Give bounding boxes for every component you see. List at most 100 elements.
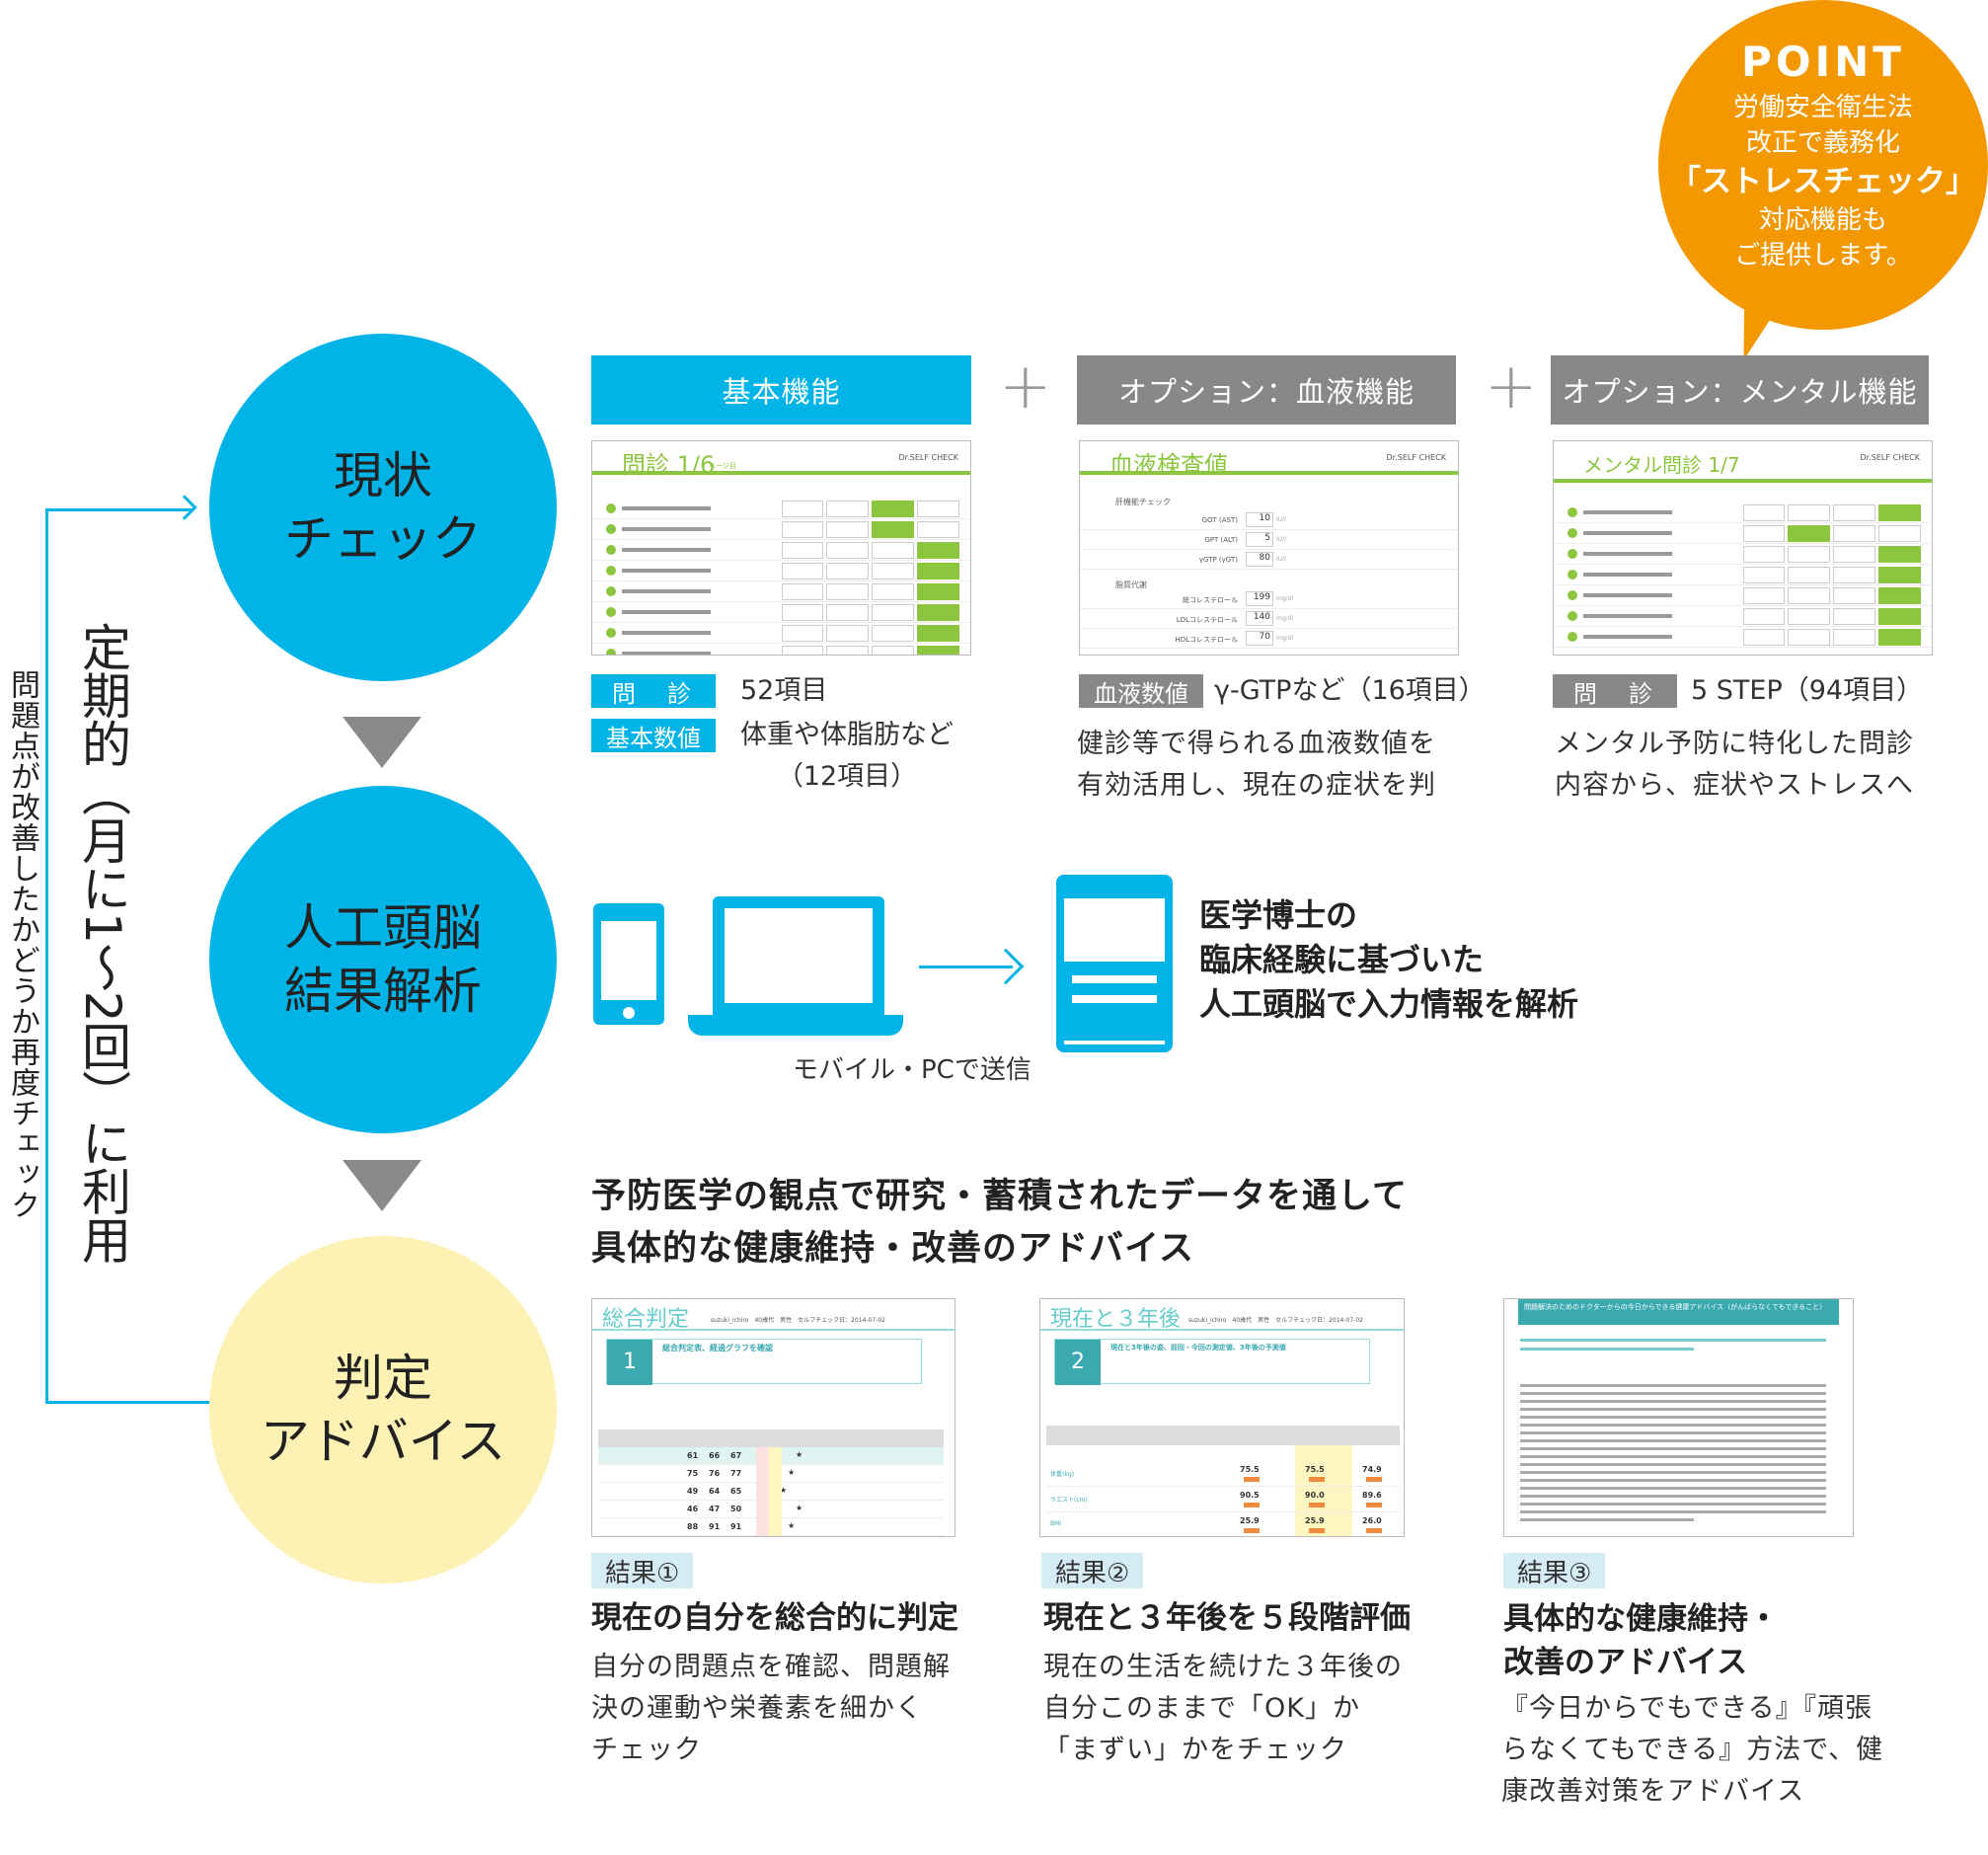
answer-option xyxy=(1833,504,1875,521)
text-line xyxy=(1520,1348,1694,1351)
blood-test-thumbnail: 血液検査値 Dr.SELF CHECK 肝機能チェック 脂質代謝 GOT (AS… xyxy=(1079,440,1459,656)
answer-option xyxy=(781,521,823,538)
point-line: 改正で義務化 xyxy=(1745,128,1900,158)
result-1-title: 現在の自分を総合的に判定 xyxy=(591,1600,958,1636)
send-label: モバイル・PCで送信 xyxy=(793,1055,1032,1085)
divider xyxy=(1554,479,1932,483)
score-value: 67 xyxy=(730,1451,742,1460)
forecast-value: 26.0 xyxy=(1362,1516,1382,1525)
answer-option xyxy=(917,542,959,559)
text-line xyxy=(1520,1431,1827,1434)
answer-option xyxy=(1742,567,1785,583)
question-row xyxy=(1554,627,1932,648)
laptop-base xyxy=(688,1015,903,1036)
result-1-label: 結果① xyxy=(591,1553,694,1588)
score-value: 76 xyxy=(709,1469,721,1478)
question-text xyxy=(1583,510,1672,514)
recheck-label: 問題点が改善したかどうか再度チェック xyxy=(5,669,39,1220)
down-arrow-icon xyxy=(343,717,421,768)
point-line: 労働安全衛生法 xyxy=(1732,93,1913,122)
answer-option xyxy=(917,583,959,600)
analysis-description: 医学博士の 臨床経験に基づいた 人工頭脳で入力情報を解析 xyxy=(1199,896,1579,1023)
result-2-body: 現在の生活を続けた３年後の 自分このままで「OK」か 「まずい」かをチェック xyxy=(1043,1652,1403,1765)
question-row xyxy=(1554,565,1932,585)
score-value: 91 xyxy=(730,1522,742,1531)
answer-option xyxy=(1788,587,1830,604)
thumb-meta: suzuki_ichiro 40歳代 男性 セルフチェック日：2014-07-0… xyxy=(711,1317,885,1324)
score-value: 47 xyxy=(709,1505,721,1513)
answer-option xyxy=(1788,608,1830,625)
question-row xyxy=(592,499,970,519)
question-text xyxy=(622,610,711,614)
question-text xyxy=(622,548,711,552)
question-text xyxy=(622,527,711,531)
question-number-icon xyxy=(606,586,616,596)
point-line: ご提供します。 xyxy=(1734,241,1912,271)
score-value: 65 xyxy=(730,1487,742,1496)
answer-option xyxy=(917,521,959,538)
answer-option xyxy=(781,604,823,621)
text-line xyxy=(1520,1455,1827,1458)
blood-value: 80 xyxy=(1246,552,1273,567)
answer-option xyxy=(826,501,869,517)
text-line xyxy=(1520,1479,1827,1482)
star-icon: ★ xyxy=(780,1486,788,1495)
text-line xyxy=(1520,1463,1827,1466)
question-text xyxy=(1583,552,1672,556)
laptop-icon xyxy=(713,896,884,1015)
answer-option xyxy=(1833,629,1875,646)
score-value: 50 xyxy=(730,1505,742,1513)
blood-unit: IU/l xyxy=(1276,556,1286,563)
step-current-check: 現状 チェック xyxy=(209,334,557,681)
answer-option xyxy=(1878,567,1921,583)
feature-blood-header: オプション：血液機能 xyxy=(1077,355,1456,425)
thumb-title: 現在と３年後 xyxy=(1050,1307,1182,1332)
text-line xyxy=(1520,1487,1827,1490)
text-line xyxy=(1520,1503,1827,1506)
answer-option xyxy=(1788,546,1830,563)
result-3-title: 具体的な健康維持・ 改善のアドバイス xyxy=(1503,1601,1779,1680)
score-value: 77 xyxy=(730,1469,742,1478)
basic-values-desc: 体重や体脂肪など （12項目） xyxy=(740,720,954,792)
forecast-value: 74.9 xyxy=(1362,1465,1382,1474)
tag-mental-questionnaire: 問 診 xyxy=(1553,674,1677,708)
answer-option xyxy=(826,604,869,621)
result-1-body: 自分の問題点を確認、問題解 決の運動や栄養素を細かく チェック xyxy=(591,1652,951,1765)
score-value: 75 xyxy=(687,1469,699,1478)
question-number-icon xyxy=(1567,528,1577,538)
basic-questionnaire-thumbnail: 問診 1/6 ページ目 Dr.SELF CHECK xyxy=(591,440,971,656)
text-line xyxy=(1520,1400,1827,1403)
question-number-icon xyxy=(1567,590,1577,600)
answer-option xyxy=(1788,525,1830,542)
answer-option xyxy=(1788,629,1830,646)
answer-option xyxy=(826,542,869,559)
forecast-value: 25.9 xyxy=(1240,1516,1260,1525)
answer-option xyxy=(1742,629,1785,646)
answer-option xyxy=(781,563,823,580)
answer-option xyxy=(1788,567,1830,583)
question-number-icon xyxy=(1567,611,1577,621)
star-icon: ★ xyxy=(788,1521,796,1530)
text-line xyxy=(1520,1424,1827,1427)
score-value: 46 xyxy=(687,1505,699,1513)
question-row xyxy=(1554,585,1932,606)
blood-label: LDLコレステロール xyxy=(1176,616,1238,624)
answer-option xyxy=(1833,608,1875,625)
blood-label: γGTP (γGT) xyxy=(1198,556,1238,564)
answer-option xyxy=(826,521,869,538)
text-line xyxy=(1520,1510,1827,1513)
question-row xyxy=(592,602,970,623)
text-line xyxy=(1520,1339,1827,1342)
question-row xyxy=(592,623,970,644)
answer-option xyxy=(872,563,914,580)
blood-value: 5 xyxy=(1246,532,1273,547)
score-value: 88 xyxy=(687,1522,699,1531)
text-line xyxy=(1520,1416,1827,1419)
blood-unit: IU/l xyxy=(1276,536,1286,543)
answer-option xyxy=(1742,546,1785,563)
score-value: 66 xyxy=(709,1451,721,1460)
question-number-icon xyxy=(1567,507,1577,517)
